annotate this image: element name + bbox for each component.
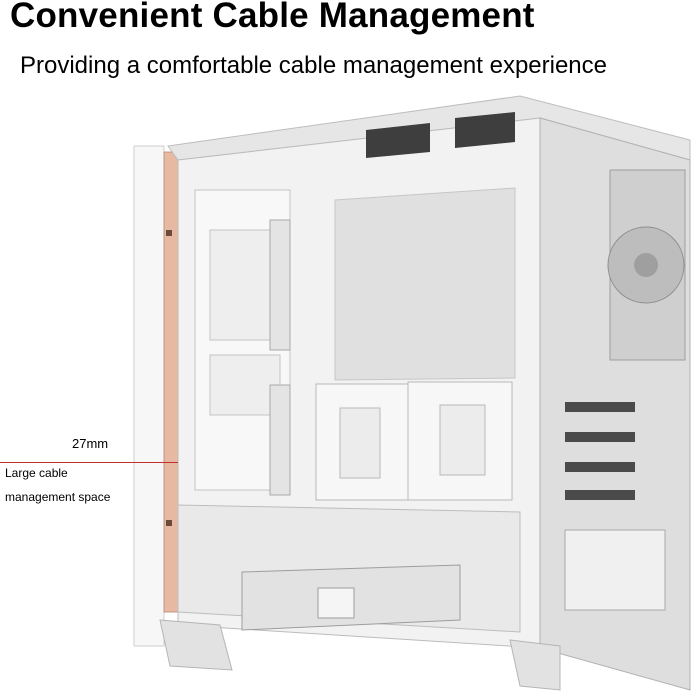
bottom-drive-bay [241, 564, 461, 631]
callout-label-line2: management space [5, 490, 111, 504]
cutout-panel [334, 187, 516, 381]
page-subtitle: Providing a comfortable cable management… [20, 52, 608, 79]
top-vents [366, 112, 515, 158]
front-fans [269, 219, 291, 496]
front-edge-panel [133, 145, 165, 647]
rear-fan-mesh [607, 169, 686, 361]
drive-cages [315, 381, 513, 501]
measurement-label: 27mm [72, 436, 109, 451]
psu-opening [564, 529, 666, 611]
pci-slots [565, 402, 635, 500]
measurement-leader-line [0, 462, 178, 463]
callout-label-line1: Large cable [5, 466, 68, 480]
page-title: Convenient Cable Management [10, 0, 535, 35]
cable-channel [163, 151, 179, 613]
